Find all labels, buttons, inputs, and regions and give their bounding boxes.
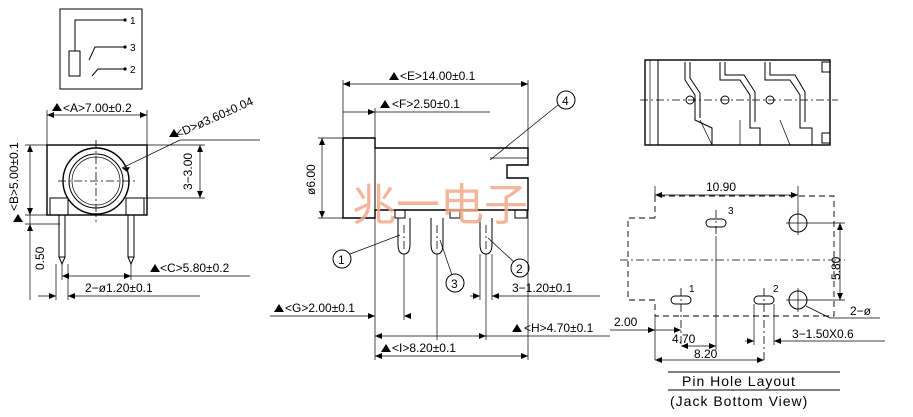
schematic-pin1-label: 1 [130, 16, 136, 27]
dim-pin-width-label: 3−1.20±0.1 [512, 281, 573, 295]
top-view [640, 59, 838, 146]
dim-hole-470-label: 4.70 [672, 332, 696, 346]
dim-hole-height-label: 5.80 [829, 256, 843, 280]
dim-hole-slot-label: 3−1.50X0.6 [792, 327, 854, 341]
caption-line2: (Jack Bottom View) [670, 393, 808, 409]
dim-hole-200-label: 2.00 [614, 315, 638, 329]
dim-hole-width-label: 10.90 [706, 180, 736, 194]
hole-3-label: 3 [728, 206, 734, 217]
dim-hole-round-label: 2−ø [850, 304, 872, 318]
dim-a-label: <A>7.00±0.2 [63, 101, 132, 115]
schematic-pin2-label: 2 [130, 65, 136, 76]
dim-pin-dia-label: 2−ø1.20±0.1 [85, 281, 153, 295]
dim-i-label: <I>8.20±0.1 [392, 341, 456, 355]
watermark-text: 兆一电子 [352, 180, 528, 231]
pin-hole-layout: 10.90 3 1 2 5.80 2−ø [610, 180, 885, 363]
callout-2-label: 2 [516, 262, 523, 276]
callout-1-label: 1 [338, 253, 345, 267]
dim-d-label: <D>ø3.60±0.04 [174, 94, 256, 141]
dim-hole-820-label: 8.20 [694, 347, 718, 361]
dim-3-300-label: 3−3.00 [181, 153, 195, 190]
dim-050-label: 0.50 [33, 246, 47, 270]
dim-b-label: <B>5.00±0.1 [7, 142, 21, 211]
dim-h-label: <H>4.70±0.1 [524, 321, 594, 335]
dim-6-label: ø6.00 [304, 164, 318, 195]
caption: Pin Hole Layout (Jack Bottom View) [668, 371, 840, 409]
side-view: <E>14.00±0.1 <F>2.50±0.1 ø6.00 4 [270, 69, 610, 360]
schematic-pin3-label: 3 [130, 43, 136, 54]
dim-f-label: <F>2.50±0.1 [392, 97, 460, 111]
dim-e-label: <E>14.00±0.1 [400, 69, 476, 83]
caption-line1: Pin Hole Layout [682, 373, 796, 389]
hole-1-label: 1 [689, 284, 695, 295]
hole-2-label: 2 [773, 284, 779, 295]
dim-g-label: <G>2.00±0.1 [285, 301, 355, 315]
callout-4-label: 4 [562, 94, 569, 108]
schematic-symbol: 1 3 2 [59, 8, 143, 90]
front-view: <A>7.00±0.2 <D>ø3.60±0.04 <B>5.00±0.1 [7, 94, 260, 300]
dim-c-label: <C>5.80±0.2 [160, 261, 230, 275]
callout-3-label: 3 [451, 277, 458, 291]
